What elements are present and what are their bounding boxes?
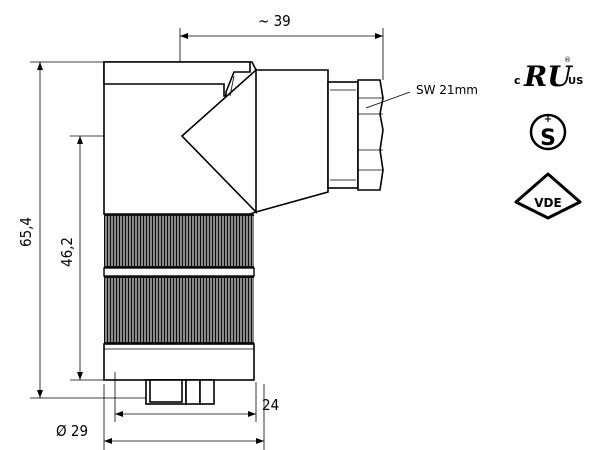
wrench-size-label: SW 21mm — [416, 83, 478, 97]
vde-certification-mark: VDE — [514, 172, 582, 220]
dimension-label-overall-height: 65,4 — [17, 217, 35, 247]
dimension-diameter: Ø 29 — [56, 384, 265, 450]
ul-suffix: US — [568, 76, 583, 87]
ul-logo: RU — [523, 60, 573, 93]
s-mark-certification: + S — [529, 113, 567, 151]
dimension-label-top-width: ~ 39 — [258, 12, 291, 30]
ul-prefix: c — [514, 74, 521, 87]
svg-text:+: + — [544, 114, 552, 125]
connector-body — [103, 61, 384, 405]
ul-certification-mark: c RU ® US — [514, 56, 583, 93]
ul-registered: ® — [564, 56, 571, 64]
dimension-label-lower-height: 46,2 — [58, 237, 76, 267]
dimension-label-diameter: Ø 29 — [56, 422, 88, 440]
s-mark-letter: S — [540, 126, 556, 151]
dimension-label-width-24: 24 — [262, 396, 279, 414]
dimension-overall-height: 65,4 — [17, 61, 148, 399]
dimension-width-24: 24 — [114, 372, 279, 422]
wrench-size-callout: SW 21mm — [365, 83, 478, 109]
vde-label: VDE — [534, 196, 561, 210]
